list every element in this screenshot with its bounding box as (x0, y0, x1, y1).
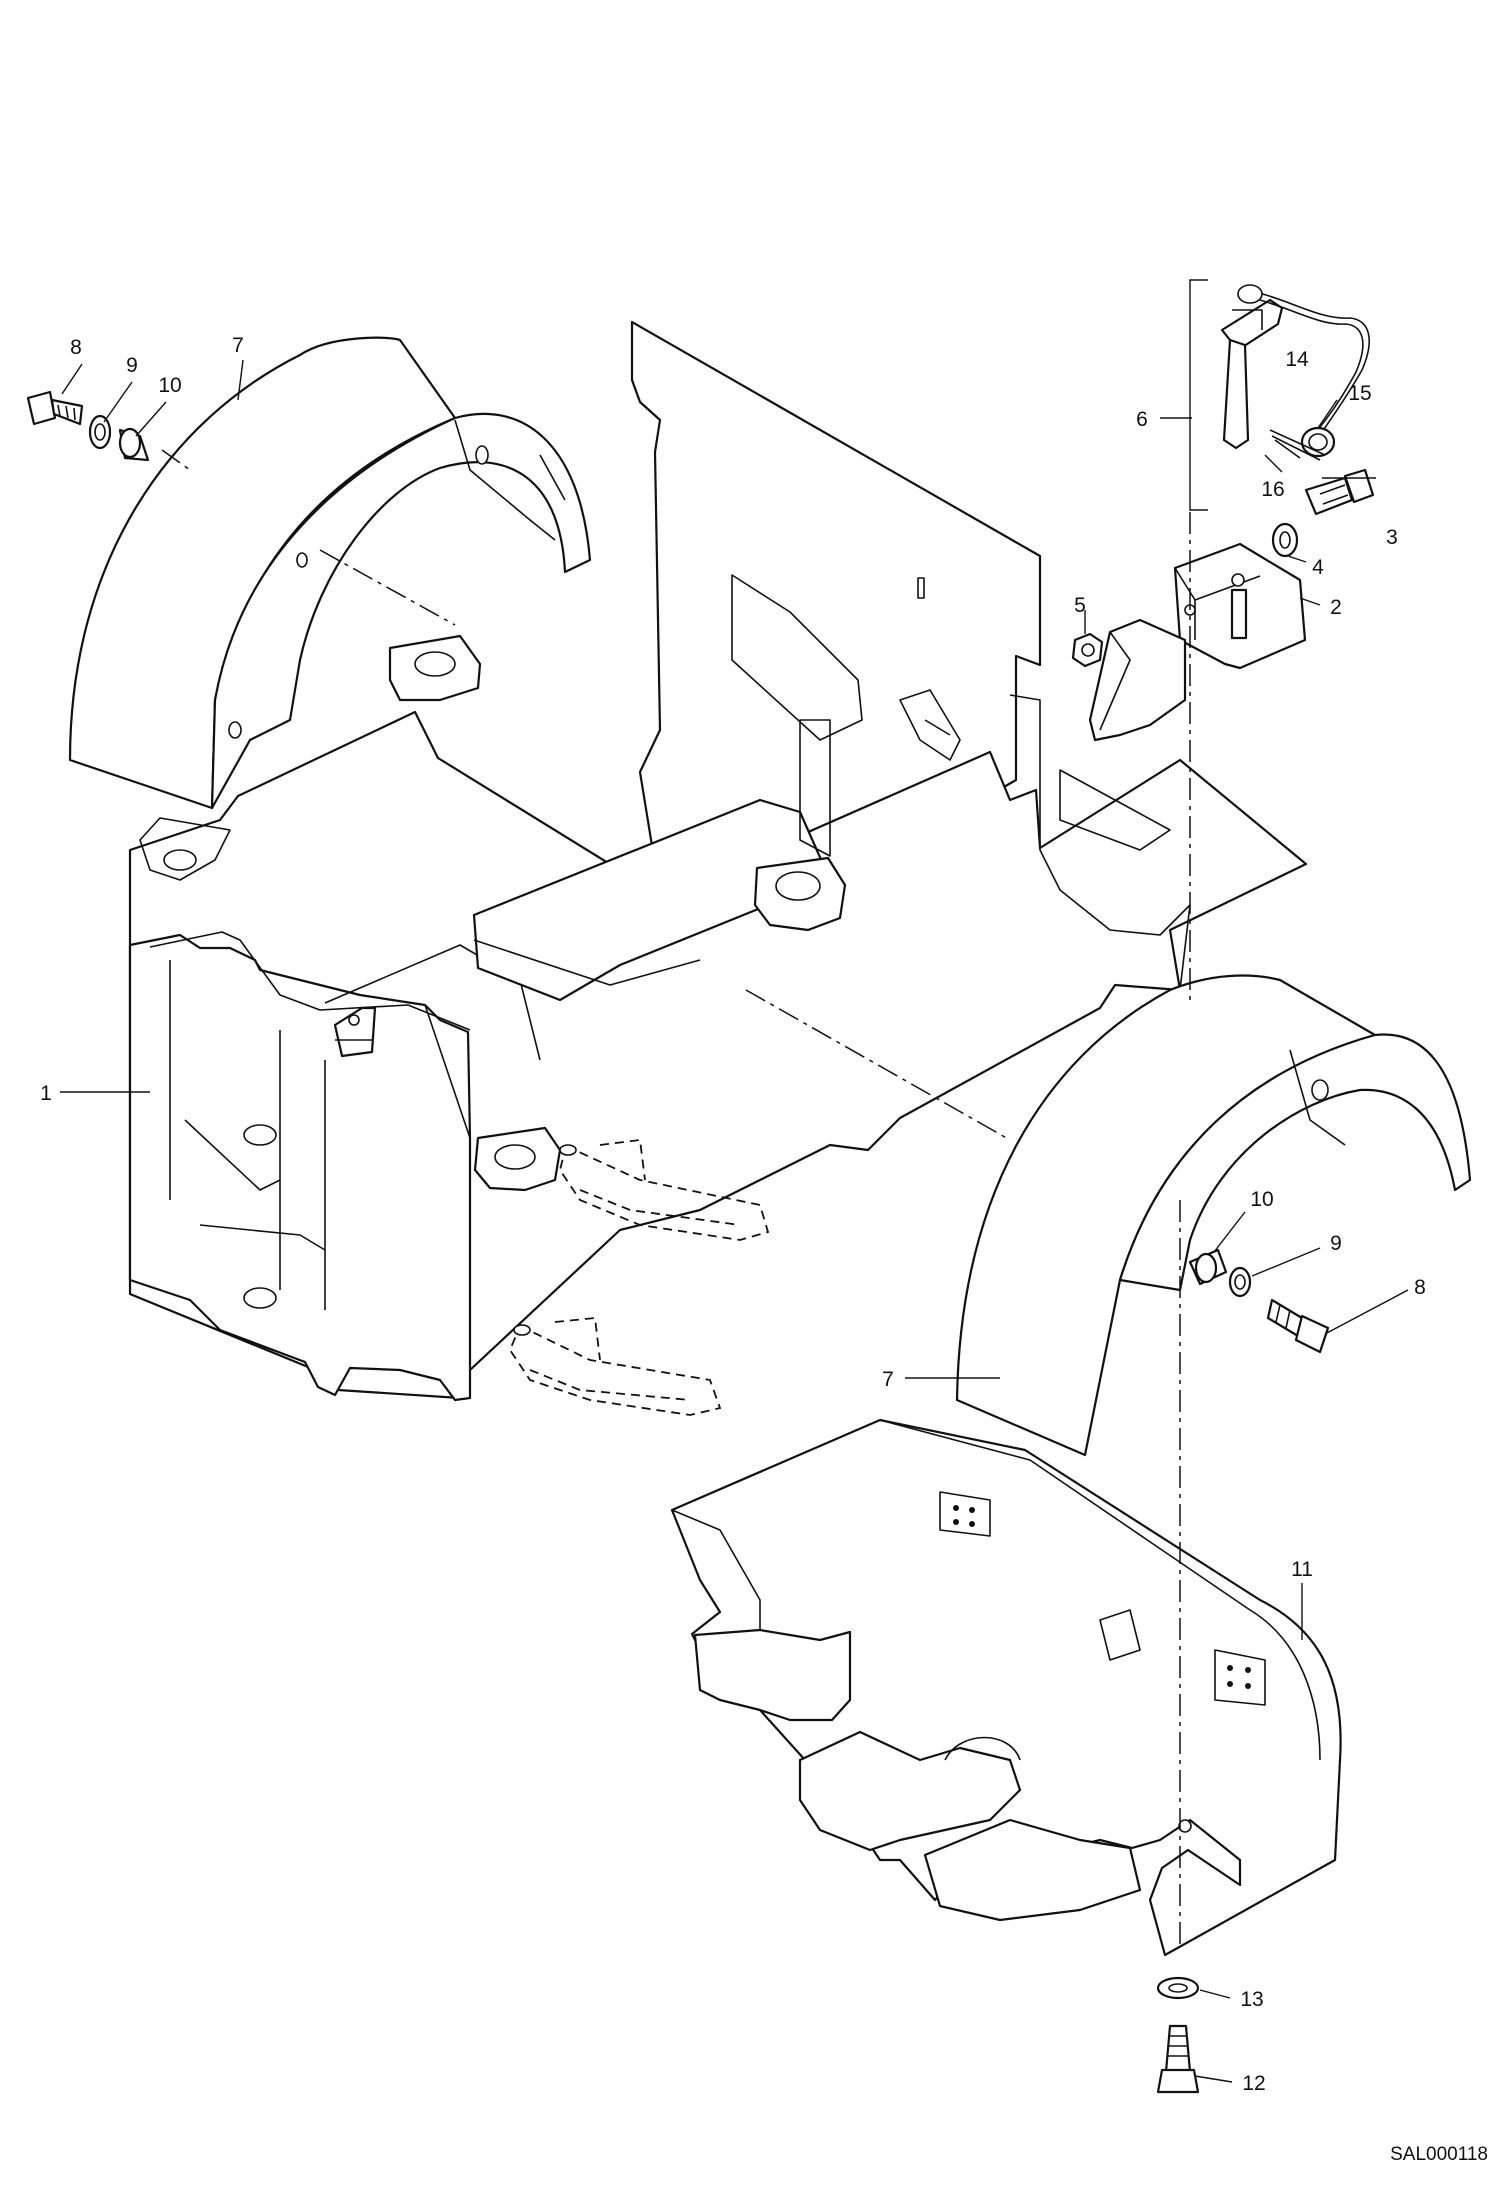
callout-15: 15 (1348, 382, 1371, 405)
fender-left-part-7 (68, 336, 592, 810)
bolt-part-3 (1304, 468, 1375, 516)
chain-part-14 (1237, 284, 1370, 436)
callout-10-left: 10 (158, 374, 181, 397)
callout-2: 2 (1330, 596, 1342, 619)
center-lines (161, 449, 1191, 1950)
hidden-step-upper (559, 1138, 770, 1241)
callout-4: 4 (1312, 556, 1324, 579)
callout-16: 16 (1261, 478, 1284, 501)
callout-9-left: 9 (126, 354, 138, 377)
callout-7-right: 7 (882, 1368, 894, 1391)
leader-lines (60, 359, 1409, 2083)
callout-5: 5 (1074, 594, 1086, 617)
callout-13: 13 (1240, 1988, 1263, 2011)
drawing-reference-code: SAL000118 (1390, 2144, 1488, 2165)
bolt-part-12 (1156, 2024, 1200, 2094)
callout-3: 3 (1386, 526, 1398, 549)
fender-right-part-7 (955, 974, 1472, 1457)
nut-part-5 (1071, 632, 1104, 668)
callout-6: 6 (1136, 408, 1148, 431)
bolt-part-8-left (26, 390, 84, 426)
hitch-bracket-part-2 (1173, 542, 1307, 670)
hidden-step-lower (508, 1317, 722, 1416)
bolt-part-8-right (1266, 1298, 1330, 1354)
counterweight-part-11 (670, 1418, 1342, 1957)
clip-part-16 (1269, 429, 1326, 461)
callout-1: 1 (40, 1082, 52, 1105)
callout-11: 11 (1291, 1558, 1313, 1581)
callout-10-right: 10 (1250, 1188, 1273, 1211)
callout-7-left: 7 (232, 334, 244, 357)
washer-part-13 (1156, 1976, 1200, 2000)
washer-part-9-right (1228, 1266, 1252, 1298)
callout-12: 12 (1242, 2072, 1265, 2095)
hitch-plate-part-5-mount (1088, 618, 1187, 742)
callout-labels: 8 9 10 7 14 15 6 16 3 4 5 2 1 10 9 8 7 1… (40, 334, 1426, 2095)
callout-14: 14 (1285, 348, 1309, 371)
callout-8-right: 8 (1414, 1276, 1426, 1299)
washer-part-9-left (88, 414, 112, 450)
callout-8-left: 8 (70, 336, 82, 359)
group-bracket-part-6 (1189, 279, 1208, 511)
spacer-part-10-left (118, 427, 150, 462)
rear-frame-part-1 (128, 320, 1308, 1402)
spacer-part-10-right (1188, 1248, 1228, 1286)
hitch-pin-part-6 (1220, 298, 1284, 450)
callout-9-right: 9 (1330, 1232, 1342, 1255)
washer-part-4 (1271, 522, 1299, 558)
